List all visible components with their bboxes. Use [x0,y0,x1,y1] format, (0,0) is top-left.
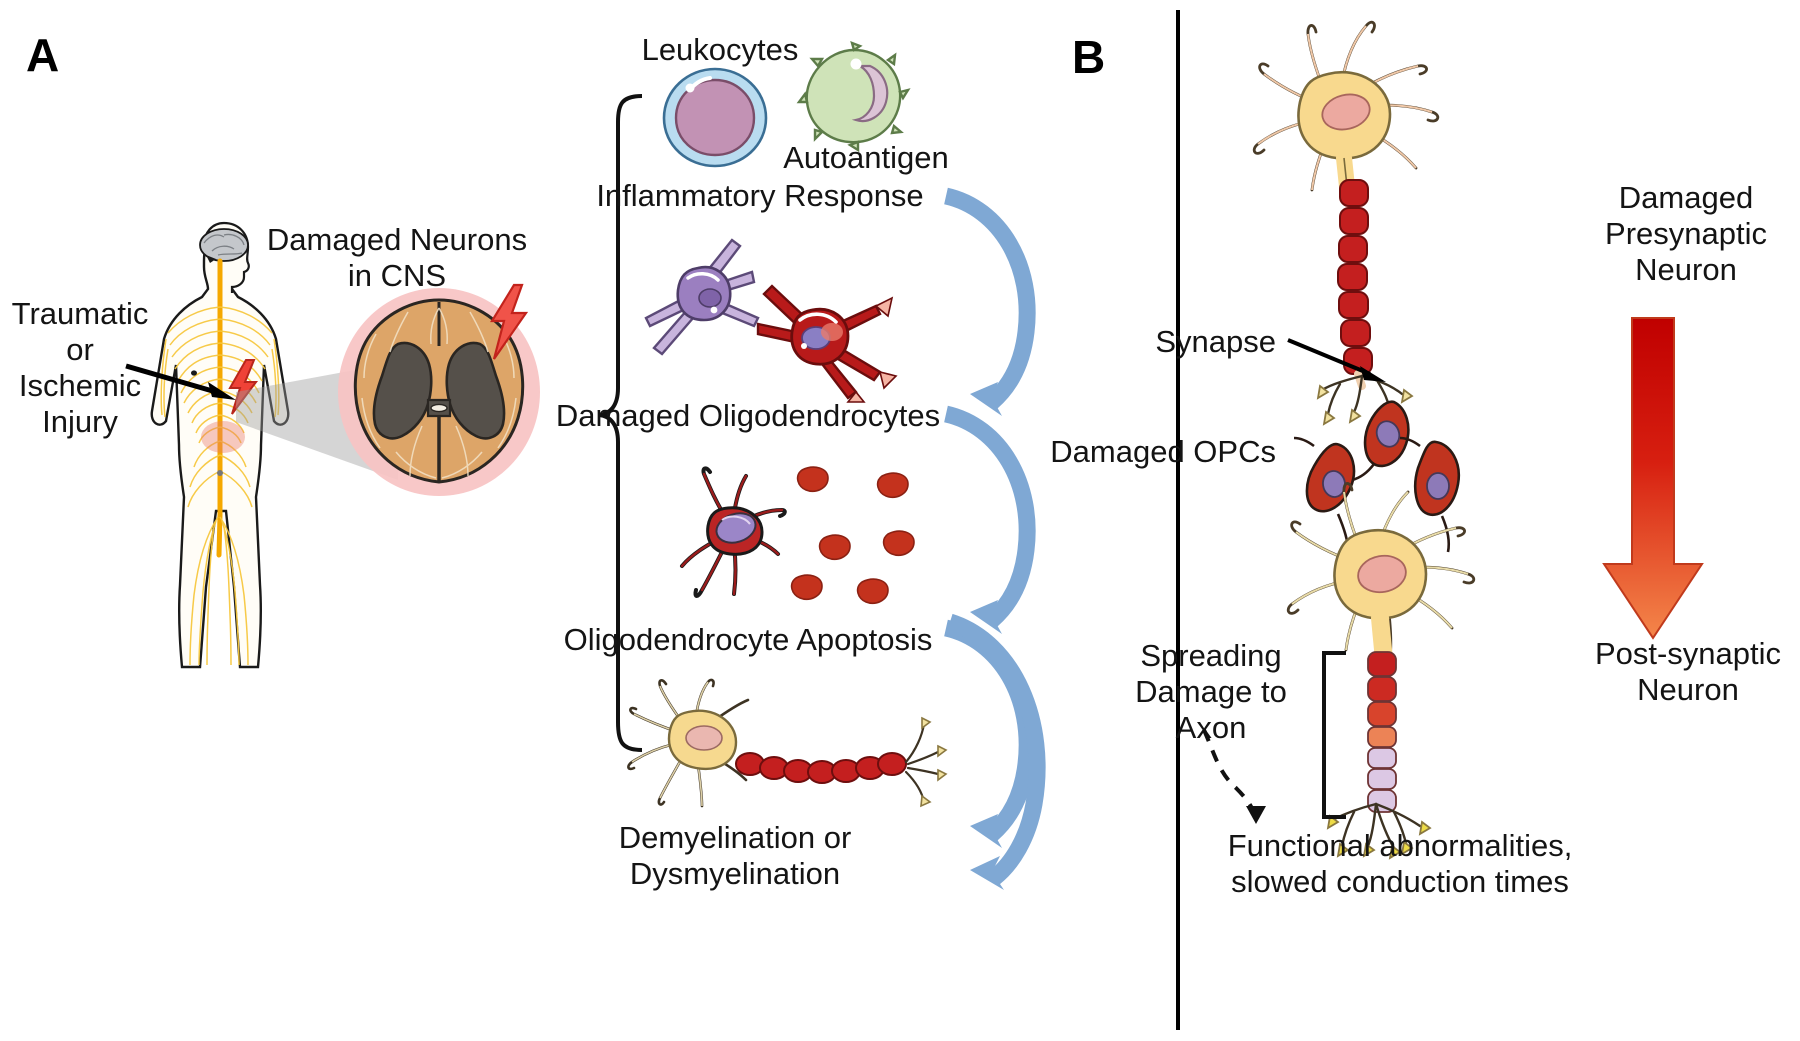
panel-a-letter: A [26,29,60,81]
cns-label: Damaged Neurons in CNS [266,222,528,293]
damaged-oligodendrocytes-label: Damaged Oligodendrocytes [555,398,941,433]
red-gradient-down-arrow-icon [1602,317,1704,640]
human-body-nervous-system-icon [150,221,290,669]
postsynaptic-terminals-icon [1326,802,1432,860]
apoptotic-oligodendrocyte-icon [680,466,787,598]
damaged-opcs-label: Damaged OPCs [1050,434,1276,469]
damaged-opcs-icon [1293,436,1461,553]
autoantigen-cell-icon [796,41,911,153]
injury-pointer-arrow [125,363,236,400]
demyelination-label: Demyelination or Dysmyelination [618,820,852,891]
presynaptic-neuron-label: Damaged Presynaptic Neuron [1605,180,1767,287]
leukocytes-label: Leukocytes [641,32,799,67]
dashed-curved-arrow [1202,729,1266,824]
apoptotic-bodies-icon [790,466,915,605]
panel-b-letter: B [1072,31,1106,83]
postsynaptic-neuron-icon [1286,482,1476,669]
leukocyte-cell-icon [662,67,768,168]
synapse-arrow [1287,338,1386,382]
autoantigen-label: Autoantigen [783,140,949,175]
brain-icon [199,228,249,263]
blue-curved-arrow-2 [943,405,1036,634]
blue-curved-arrow-4 [947,613,1046,890]
oligodendrocyte-apoptosis-label: Oligodendrocyte Apoptosis [563,622,933,657]
inflammatory-response-label: Inflammatory Response [596,178,924,213]
functional-abnormalities-label: Functional abnormalities, slowed conduct… [1227,828,1573,899]
postsynaptic-axon-myelin [1367,651,1397,813]
demyelinated-neuron-icon [627,678,948,808]
synapse-terminals-icon [1316,374,1414,482]
axon-bracket-icon [1322,651,1346,819]
spreading-damage-label: Spreading Damage to Axon [1135,638,1287,745]
presynaptic-axon-myelin [1337,179,1373,390]
presynaptic-neuron-icon [1252,20,1440,204]
injury-label: Traumatic or Ischemic Injury [11,296,149,439]
postsynaptic-neuron-label: Post-synaptic Neuron [1594,636,1782,707]
lightning-bolt-injury-icon [228,359,258,415]
blue-curved-arrow-1 [943,187,1036,416]
lightning-bolt-cord-icon [490,283,529,360]
panel-divider [1176,10,1180,1030]
curly-brace-icon [598,94,643,752]
synapse-label: Synapse [1155,324,1276,359]
oligodendrocyte-purple-icon [644,238,760,356]
spinal-cord-cross-section-icon [338,288,540,496]
oligodendrocyte-red-icon [756,284,898,403]
